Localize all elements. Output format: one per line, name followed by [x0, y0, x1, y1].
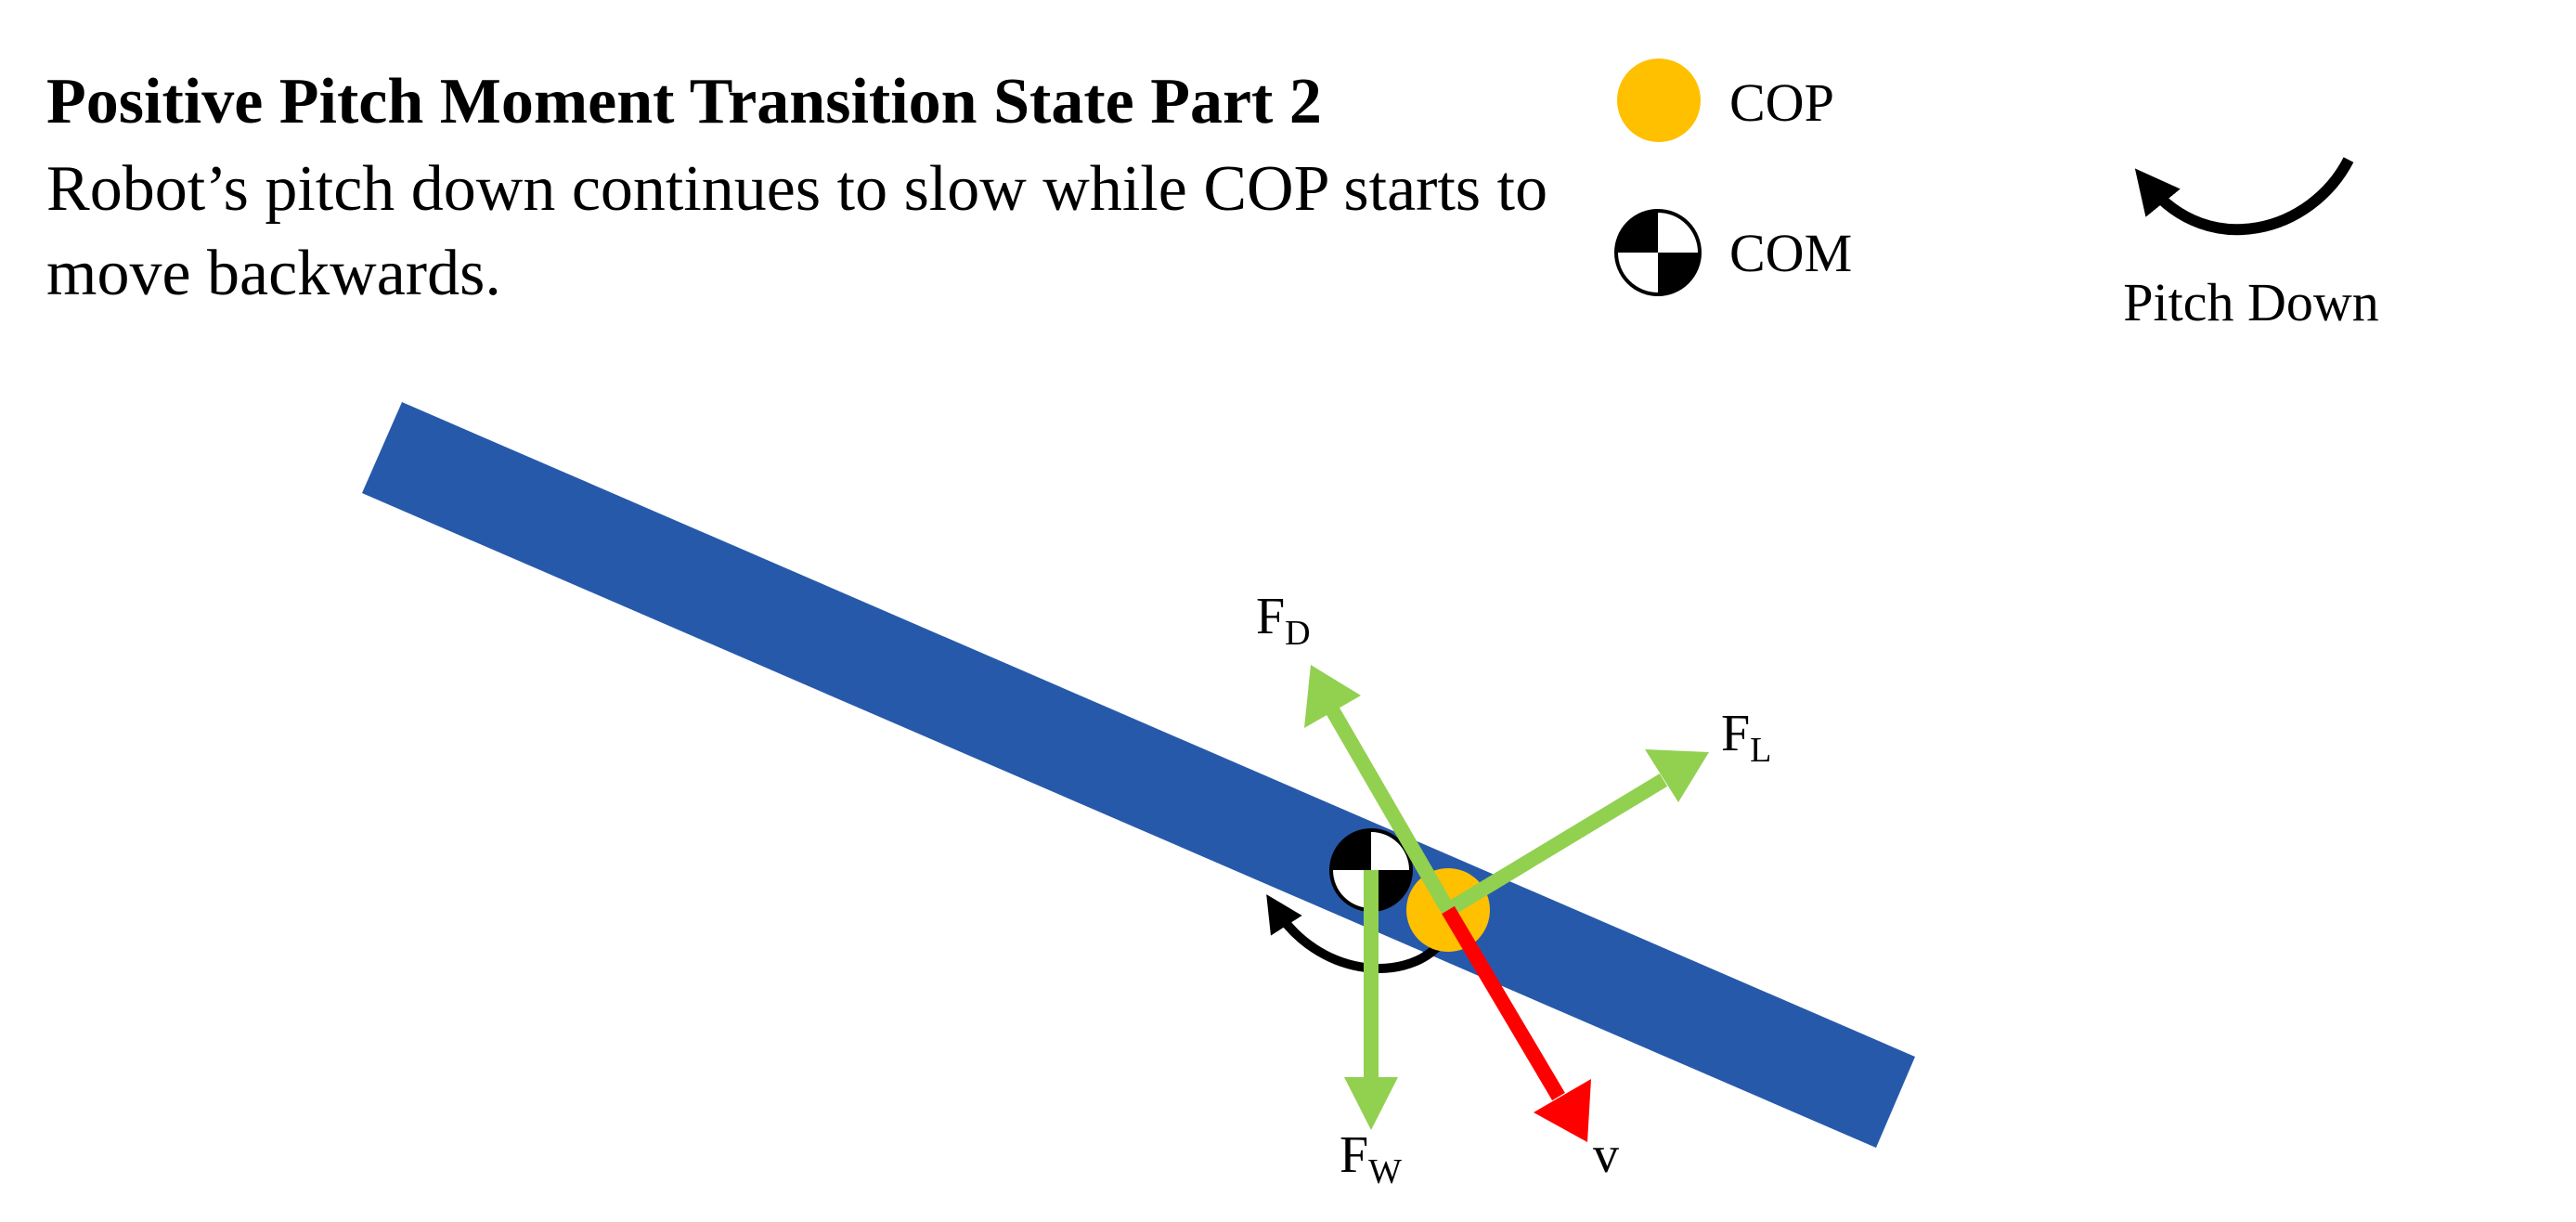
drag-force-arrow: [1304, 665, 1455, 915]
diagram-title: Positive Pitch Moment Transition State P…: [46, 66, 1322, 137]
weight-force-arrow: [1344, 870, 1398, 1130]
legend-pitch-down-label: Pitch Down: [2123, 272, 2379, 332]
legend-com-label: COM: [1729, 223, 1852, 283]
legend-cop-label: COP: [1729, 72, 1834, 133]
lift-force-label: FL: [1721, 705, 1771, 770]
legend-pitch-down-icon: [2134, 157, 2354, 236]
velocity-arrow: [1442, 905, 1591, 1142]
drag-force-label: FD: [1256, 588, 1311, 653]
legend-cop-icon: [1617, 58, 1701, 142]
weight-force-label: FW: [1340, 1126, 1402, 1191]
diagram-subtitle: Robot’s pitch down continues to slow whi…: [46, 153, 1548, 309]
legend-com-icon: [1614, 209, 1702, 296]
velocity-label: v: [1593, 1126, 1619, 1184]
pitch-moment-arrow: [1266, 894, 1443, 973]
robot-body: [362, 402, 1915, 1148]
lift-force-arrow: [1443, 749, 1709, 916]
